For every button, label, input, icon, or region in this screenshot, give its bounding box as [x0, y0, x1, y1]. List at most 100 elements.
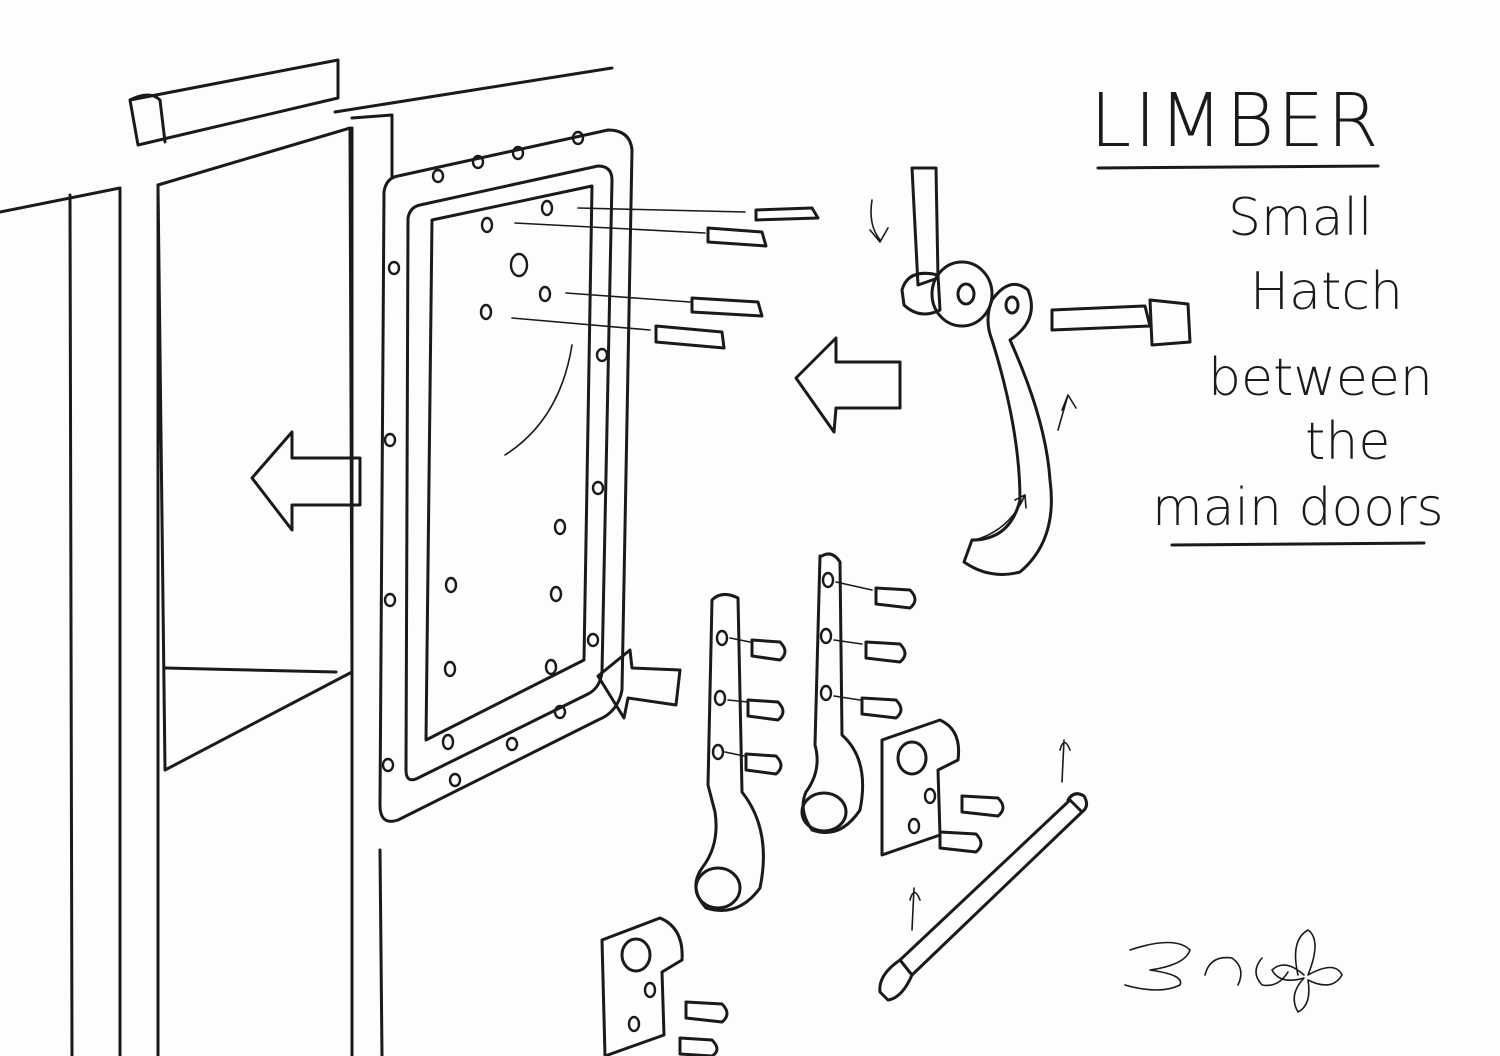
leader-line	[724, 637, 751, 757]
bolt	[654, 324, 726, 350]
rivet-hole	[509, 252, 529, 278]
hinge-strap-b	[800, 552, 917, 834]
latch-lever	[910, 166, 940, 287]
caption-line-2: Hatch	[1250, 262, 1403, 322]
rotate-arrow-top	[869, 199, 889, 243]
strap-hole	[821, 571, 835, 589]
cover-rivets	[381, 130, 609, 788]
rivet-hole	[549, 585, 563, 603]
caption-line-3: between	[1208, 348, 1433, 408]
top-rail	[128, 58, 340, 147]
rivet-hole	[431, 168, 445, 184]
screw	[678, 1036, 719, 1056]
rotate-arrow-crank	[1057, 394, 1077, 431]
leader-line	[511, 207, 746, 331]
title-underline	[1096, 164, 1380, 170]
rivet-hole	[443, 660, 457, 678]
rivet-hole	[381, 757, 395, 773]
latch-handle-assembly	[869, 166, 1192, 576]
hinge-strap	[694, 593, 765, 912]
hinge-strap-a	[694, 593, 787, 912]
rivet-hole	[571, 130, 585, 146]
hinge-bracket	[880, 718, 961, 857]
pin-end-left	[878, 958, 914, 1002]
latch-crank-hole	[1004, 295, 1020, 315]
opening-right-jamb	[350, 113, 394, 1056]
rivet-hole	[544, 658, 558, 676]
rivet-hole	[505, 736, 519, 752]
rivet-hole	[586, 632, 600, 648]
rotate-arrow-handle	[974, 494, 1027, 541]
hinge-bracket-c	[880, 718, 1005, 857]
cover-scratch	[504, 344, 573, 456]
strap-hole	[715, 629, 729, 647]
caption-line-5: main doors	[1152, 478, 1444, 538]
screw	[750, 638, 787, 662]
hinge-pin	[878, 739, 1089, 1002]
rivet-hole	[595, 347, 609, 363]
strap-knuckle	[800, 791, 848, 833]
rivet-hole	[444, 576, 458, 594]
screw	[860, 696, 903, 720]
door-opening	[156, 126, 354, 772]
left-push-arrow	[250, 430, 362, 532]
leader-line	[833, 581, 873, 701]
rivet-hole	[511, 145, 525, 161]
strap-hole	[711, 743, 725, 761]
bolt	[754, 206, 820, 222]
latch-bolt	[1050, 298, 1192, 347]
rivet-hole	[387, 260, 401, 276]
rivet-hole	[480, 216, 494, 234]
strap-hole	[713, 689, 727, 707]
diagram-title: LIMBER	[1090, 78, 1382, 164]
bracket-knuckle	[896, 740, 928, 776]
caption-line-4: the	[1305, 412, 1391, 472]
strap-hole	[819, 684, 833, 702]
bracket-hole	[923, 787, 937, 805]
latch-hub-hole	[956, 282, 976, 306]
bolt	[690, 296, 764, 318]
rivet-hole	[591, 480, 605, 496]
cover-inner-frame	[404, 164, 614, 782]
bracket-knuckle	[620, 937, 652, 973]
strap-knuckle	[694, 866, 742, 910]
opening-sill	[163, 666, 338, 674]
rivet-hole	[383, 592, 397, 608]
rivet-hole	[538, 285, 552, 303]
lower-push-arrow	[596, 648, 682, 720]
caption-underline	[1170, 541, 1426, 547]
rivet-hole	[553, 518, 567, 536]
bracket-hole	[907, 817, 921, 835]
rivet-hole	[441, 733, 455, 751]
hinge-bracket-d	[600, 916, 729, 1056]
caption-line-1: Small	[1228, 188, 1373, 248]
latch-hub	[930, 260, 994, 328]
rivet-hole	[479, 303, 493, 321]
rivet-hole	[471, 154, 485, 170]
cover-outer-frame	[378, 128, 634, 823]
handle-bolts	[511, 206, 820, 350]
bolt	[706, 226, 768, 248]
screw	[874, 586, 917, 610]
limber-body	[0, 58, 614, 1056]
latch-crank	[962, 282, 1053, 576]
screw	[746, 698, 785, 722]
signature-stroke	[1255, 957, 1289, 987]
middle-push-arrow	[794, 336, 902, 434]
signature-stroke	[1124, 941, 1191, 991]
body-front-wall	[68, 186, 122, 1056]
screw	[684, 1000, 729, 1024]
bracket-hole	[643, 981, 657, 999]
pin-end-right	[1066, 792, 1089, 814]
cotter-pin	[1059, 739, 1071, 783]
rivet-hole	[553, 704, 567, 720]
hinge-strap	[801, 552, 865, 834]
cotter-pin	[909, 887, 921, 931]
artist-signature	[1124, 929, 1343, 1013]
hatch-cover	[378, 128, 634, 823]
hinge-bracket	[600, 916, 684, 1056]
bracket-hole	[627, 1015, 641, 1033]
signature-stroke	[1204, 956, 1242, 986]
body-top-edge	[0, 66, 614, 214]
